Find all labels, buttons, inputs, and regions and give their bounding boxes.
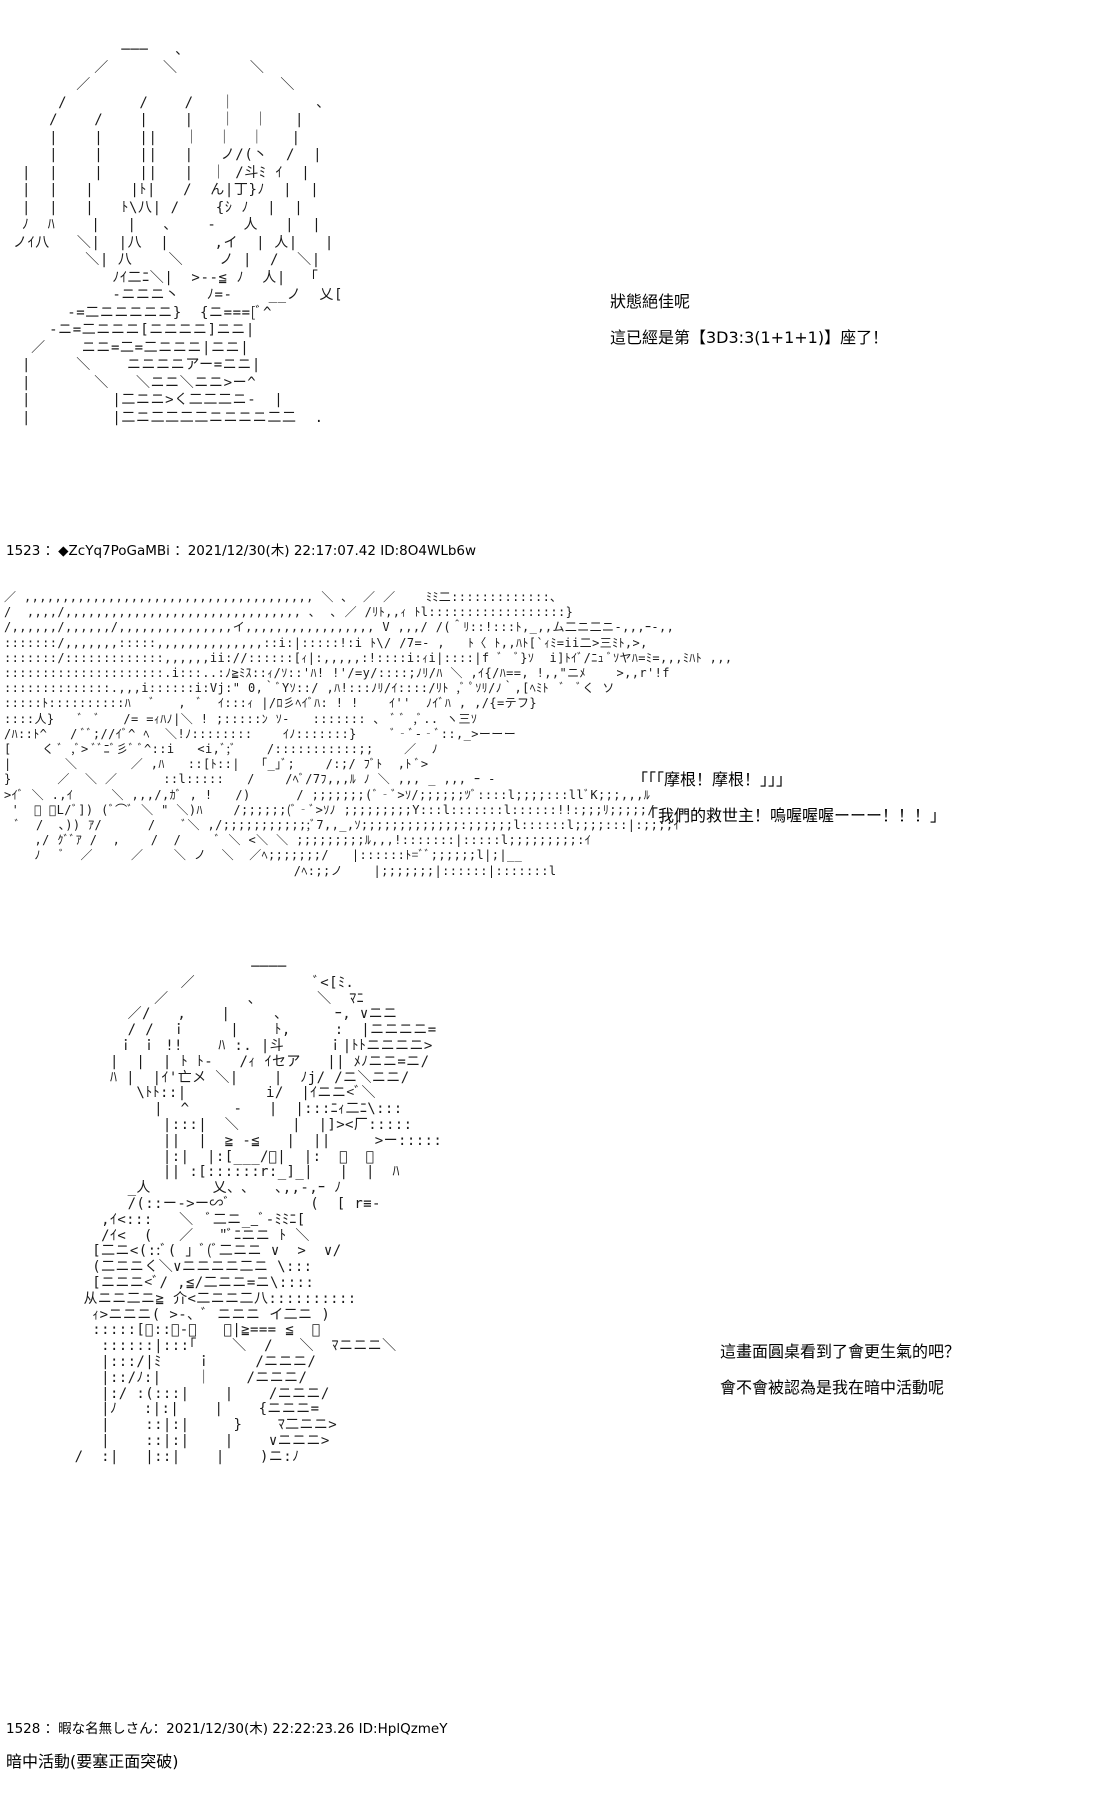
dialogue-line-3: 「「「摩根！摩根！」」」	[632, 770, 793, 789]
ascii-art-crowd: ／ ,,,,,,,,,,,,,,,,,,,,,,,,,,,,,,,,,,,,,,…	[4, 590, 733, 878]
dialogue-line-4: 「我們的救世主！嗚喔喔喔ーーー！！！」	[642, 806, 947, 825]
dialogue-line-1: 狀態絕佳呢	[610, 292, 691, 311]
post-caption: 暗中活動(要塞正面突破)	[6, 1752, 179, 1771]
post-header-1528-second: 1528 ：暇な名無しさん：2021/12/30(木) 22:22:23.26 …	[6, 1721, 448, 1737]
ascii-art-figure-2: ──── ／ ﾞ<[ﾐ. ／ ､ ＼ ﾏﾆ ／/ , | ､ ｰ, ∨ニニ / …	[74, 959, 443, 1465]
dialogue-line-6: 會不會被認為是我在暗中活動呢	[720, 1378, 945, 1397]
ascii-art-figure-1: ─── ､ ／ ＼ ＼ ／ ＼ / / / ｜ ､ / / | | ｜ ｜ | …	[13, 42, 343, 426]
dialogue-line-2: 這已經是第【3D3:3(1+1+1)】座了！	[610, 328, 889, 347]
dialogue-line-5: 這畫面圓桌看到了會更生氣的吧？	[720, 1342, 961, 1361]
post-header-1528: 1523 ：◆ZcYq7PoGaMBi ：2021/12/30(木) 22:17…	[6, 543, 477, 559]
